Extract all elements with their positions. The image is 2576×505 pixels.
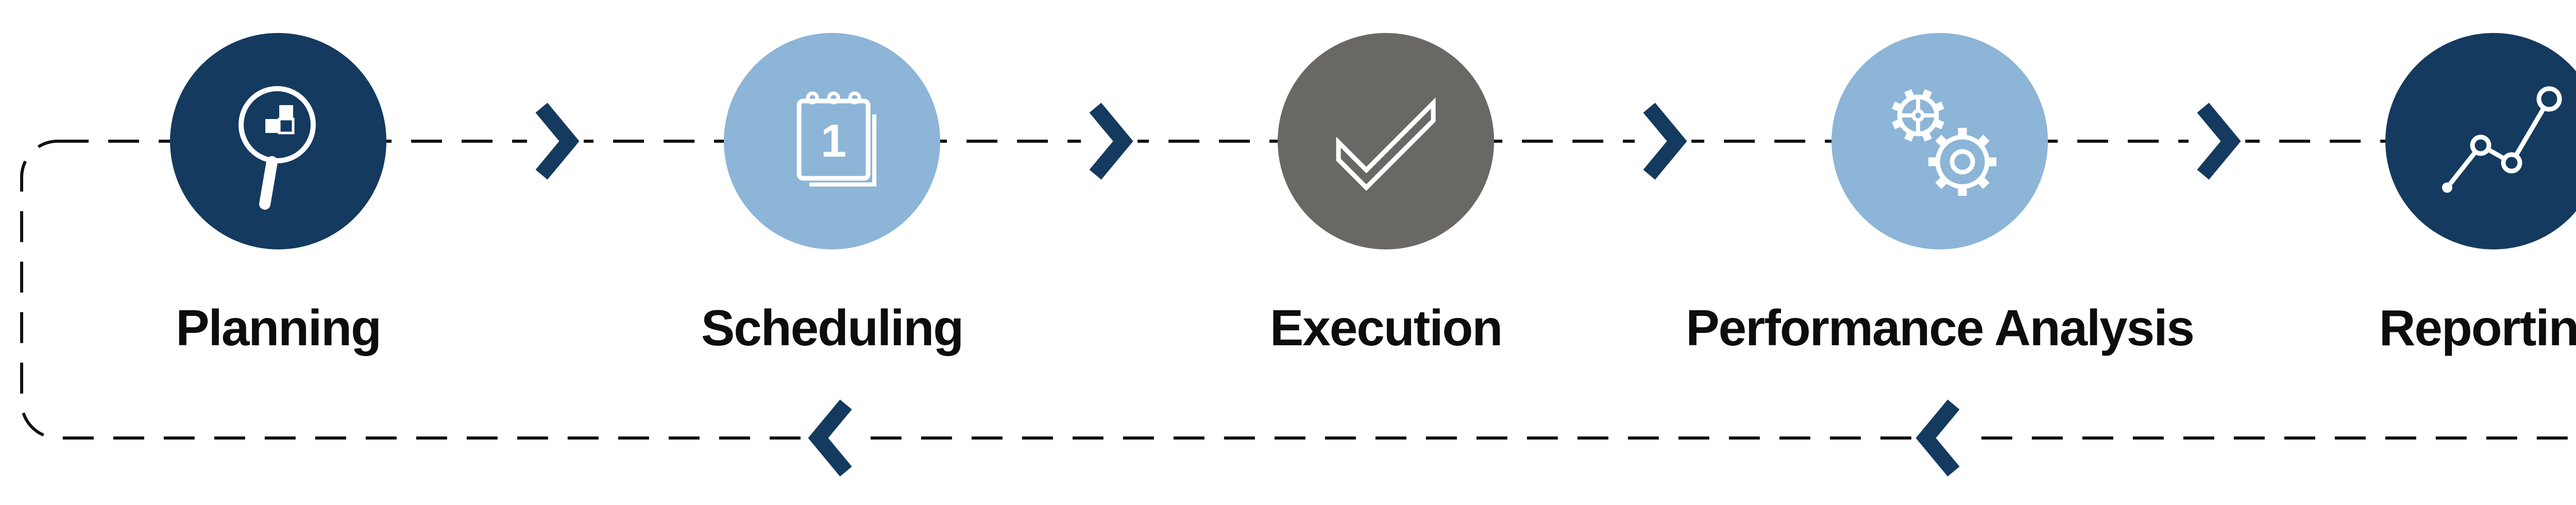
gears-icon [1892, 89, 1996, 196]
forward-arrow-4-icon [2189, 97, 2245, 185]
step-label-scheduling: Scheduling [701, 299, 964, 356]
magnifying-glass-icon [239, 86, 316, 210]
reporting-badge [2385, 33, 2576, 249]
step-label-performance-analysis: Performance Analysis [1686, 299, 2195, 356]
step-reporting: Reporting [2184, 33, 2576, 357]
step-execution: Execution [1077, 33, 1695, 357]
forward-arrow-3-icon [1635, 97, 1691, 185]
step-scheduling: 1 Scheduling [523, 33, 1141, 357]
step-label-planning: Planning [176, 299, 382, 356]
scheduling-badge: 1 [724, 33, 940, 249]
step-label-reporting: Reporting [2379, 299, 2576, 356]
calendar-icon: 1 [796, 91, 876, 187]
calendar-number: 1 [821, 115, 846, 167]
performance-analysis-badge [1832, 33, 2048, 249]
line-chart-icon [2442, 86, 2562, 193]
forward-arrow-2-icon [1081, 97, 1138, 185]
checkmark-icon [1336, 97, 1436, 191]
execution-badge [1278, 33, 1494, 249]
forward-arrow-1-icon [527, 97, 584, 185]
planning-badge [170, 33, 386, 249]
step-planning: Planning [0, 33, 587, 357]
return-arrow-2-icon [1911, 394, 1968, 482]
step-performance-analysis: Performance Analysis [1631, 33, 2249, 357]
step-label-execution: Execution [1269, 299, 1503, 356]
return-arrow-1-icon [804, 394, 860, 482]
